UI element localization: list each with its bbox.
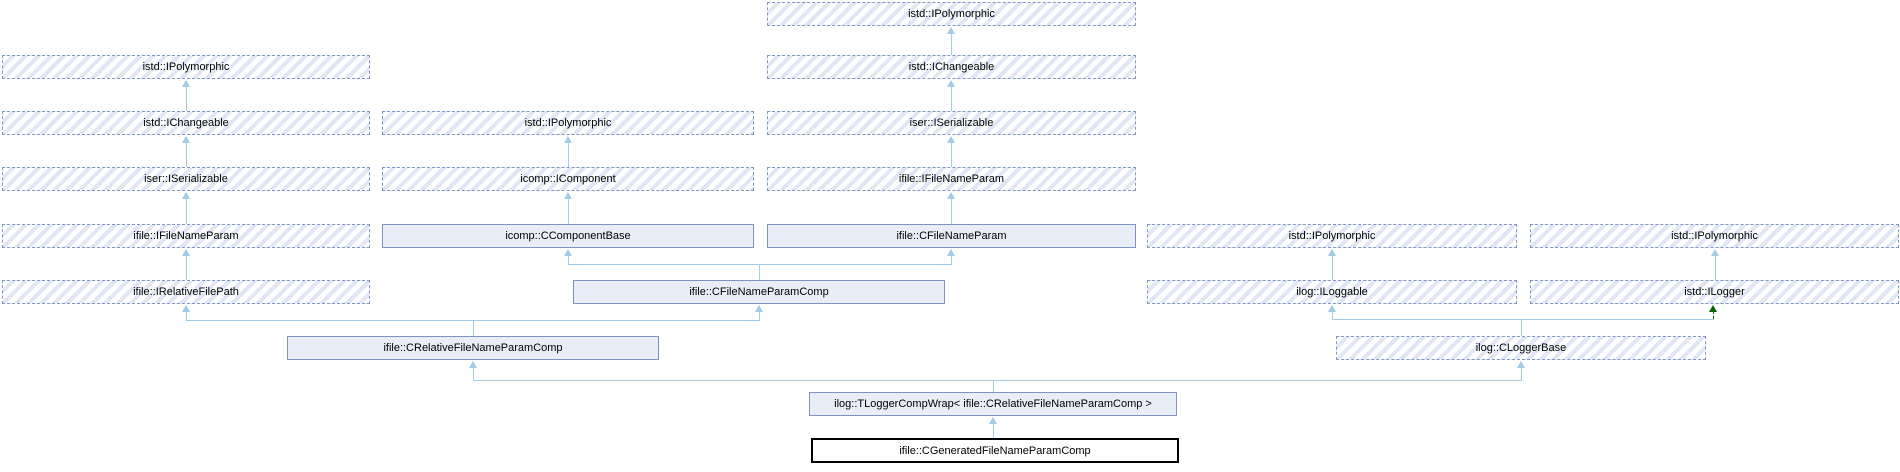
edge-line-horizontal <box>568 264 952 265</box>
arrow-up-icon <box>564 136 572 143</box>
arrow-up-icon <box>1711 249 1719 256</box>
arrow-up-icon <box>947 27 955 34</box>
edge-line-vertical <box>568 199 569 224</box>
edge-line-vertical <box>473 320 474 336</box>
edge-line-vertical <box>186 87 187 111</box>
arrow-up-icon <box>182 192 190 199</box>
arrow-up-protected-icon <box>1709 305 1717 312</box>
edge-line-vertical <box>951 87 952 111</box>
arrow-up-icon <box>1328 249 1336 256</box>
arrow-up-icon <box>182 249 190 256</box>
class-node-iser-iserializable-center: iser::ISerializable <box>767 111 1136 135</box>
edge-line-vertical <box>473 368 474 380</box>
edge-line-horizontal <box>473 380 1522 381</box>
class-node-ifile-cfilenameparam[interactable]: ifile::CFileNameParam <box>767 224 1136 248</box>
class-node-ilog-cloggerbase: ilog::CLoggerBase <box>1336 336 1706 360</box>
arrow-up-icon <box>1517 361 1525 368</box>
arrow-up-icon <box>182 80 190 87</box>
class-node-icomp-ccomponentbase[interactable]: icomp::CComponentBase <box>382 224 754 248</box>
edge-line-vertical <box>1332 312 1333 319</box>
class-node-iser-iserializable-left: iser::ISerializable <box>2 167 370 191</box>
class-node-istd-ichangeable-center: istd::IChangeable <box>767 55 1136 79</box>
class-node-ilog-iloggable: ilog::ILoggable <box>1147 280 1517 304</box>
class-node-istd-ipolymorphic-left: istd::IPolymorphic <box>2 55 370 79</box>
edge-line-vertical <box>951 34 952 55</box>
edge-line-vertical <box>1715 256 1716 280</box>
edge-line-vertical <box>568 256 569 264</box>
arrow-up-icon <box>564 249 572 256</box>
arrow-up-icon <box>947 249 955 256</box>
edge-line-vertical <box>1521 368 1522 380</box>
class-node-icomp-icomponent: icomp::IComponent <box>382 167 754 191</box>
edge-line-vertical <box>993 424 994 438</box>
edge-line-vertical <box>568 143 569 167</box>
arrow-up-icon <box>564 192 572 199</box>
arrow-up-icon <box>182 136 190 143</box>
class-node-istd-ipolymorphic-center-top: istd::IPolymorphic <box>767 2 1136 26</box>
class-node-istd-ichangeable-left: istd::IChangeable <box>2 111 370 135</box>
edge-line-vertical <box>186 256 187 280</box>
class-node-ifile-ifilenameparam-left: ifile::IFileNameParam <box>2 224 370 248</box>
arrow-up-icon <box>947 192 955 199</box>
edge-line-vertical <box>1332 256 1333 280</box>
edge-line-vertical <box>951 256 952 264</box>
arrow-up-icon <box>469 361 477 368</box>
edge-line-vertical <box>759 264 760 280</box>
edge-line-vertical <box>951 199 952 224</box>
edge-line-vertical <box>993 380 994 392</box>
class-node-ifile-crelativefilenameparamcomp[interactable]: ifile::CRelativeFileNameParamComp <box>287 336 659 360</box>
class-node-ifile-cfilenameparamcomp[interactable]: ifile::CFileNameParamComp <box>573 280 945 304</box>
class-node-istd-ipolymorphic-midleft: istd::IPolymorphic <box>382 111 754 135</box>
class-node-ilog-tloggercompwrap[interactable]: ilog::TLoggerCompWrap< ifile::CRelativeF… <box>809 392 1177 416</box>
arrow-up-icon <box>182 305 190 312</box>
class-node-istd-ipolymorphic-midright: istd::IPolymorphic <box>1147 224 1517 248</box>
edge-line-horizontal <box>1332 319 1714 320</box>
arrow-up-icon <box>989 417 997 424</box>
arrow-up-icon <box>947 136 955 143</box>
edge-line-vertical <box>759 312 760 320</box>
edge-line-vertical-protected <box>1713 311 1714 319</box>
class-node-istd-ilogger: istd::ILogger <box>1530 280 1899 304</box>
arrow-up-icon <box>1328 305 1336 312</box>
class-node-istd-ipolymorphic-right: istd::IPolymorphic <box>1530 224 1899 248</box>
arrow-up-icon <box>755 305 763 312</box>
arrow-up-icon <box>947 80 955 87</box>
edge-line-vertical <box>186 199 187 224</box>
edge-line-vertical <box>951 143 952 167</box>
edge-line-vertical <box>186 312 187 320</box>
edge-line-vertical <box>186 143 187 167</box>
class-node-ifile-ifilenameparam-center: ifile::IFileNameParam <box>767 167 1136 191</box>
edge-line-vertical <box>1521 319 1522 336</box>
class-node-ifile-cgeneratedfilenameparamcomp: ifile::CGeneratedFileNameParamComp <box>811 438 1179 463</box>
class-node-ifile-irelativefilepath: ifile::IRelativeFilePath <box>2 280 370 304</box>
